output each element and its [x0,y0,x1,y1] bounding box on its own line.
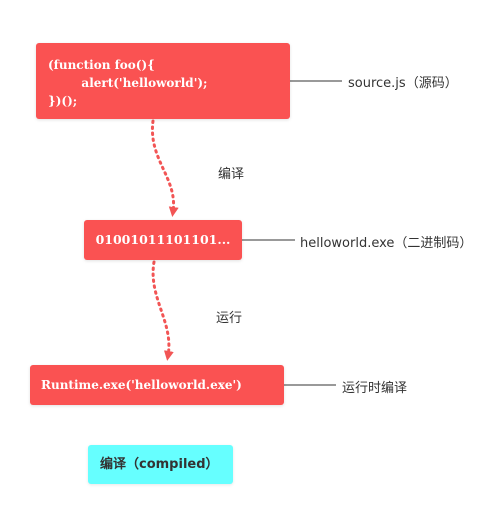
run-arrow [151,260,174,361]
run-edge-label: 运行 [216,311,243,326]
legend-compiled: 编译（compiled） [88,445,233,484]
source-code-label: source.js（源码） [348,76,458,91]
source-code-line: alert('helloworld'); [48,76,208,90]
binary-label: helloworld.exe（二进制码） [300,236,473,251]
runtime-node[interactable]: Runtime.exe('helloworld.exe') [30,365,284,405]
source-code-line: })(); [48,94,78,108]
compile-arrow [150,119,179,217]
source-code-node[interactable]: (function foo(){ alert('helloworld'); })… [36,43,290,119]
binary-node[interactable]: 01001011101101... [84,220,242,260]
compile-edge-label: 编译 [218,167,245,182]
runtime-label: 运行时编译 [342,381,408,396]
source-code-line: (function foo(){ [48,58,155,72]
